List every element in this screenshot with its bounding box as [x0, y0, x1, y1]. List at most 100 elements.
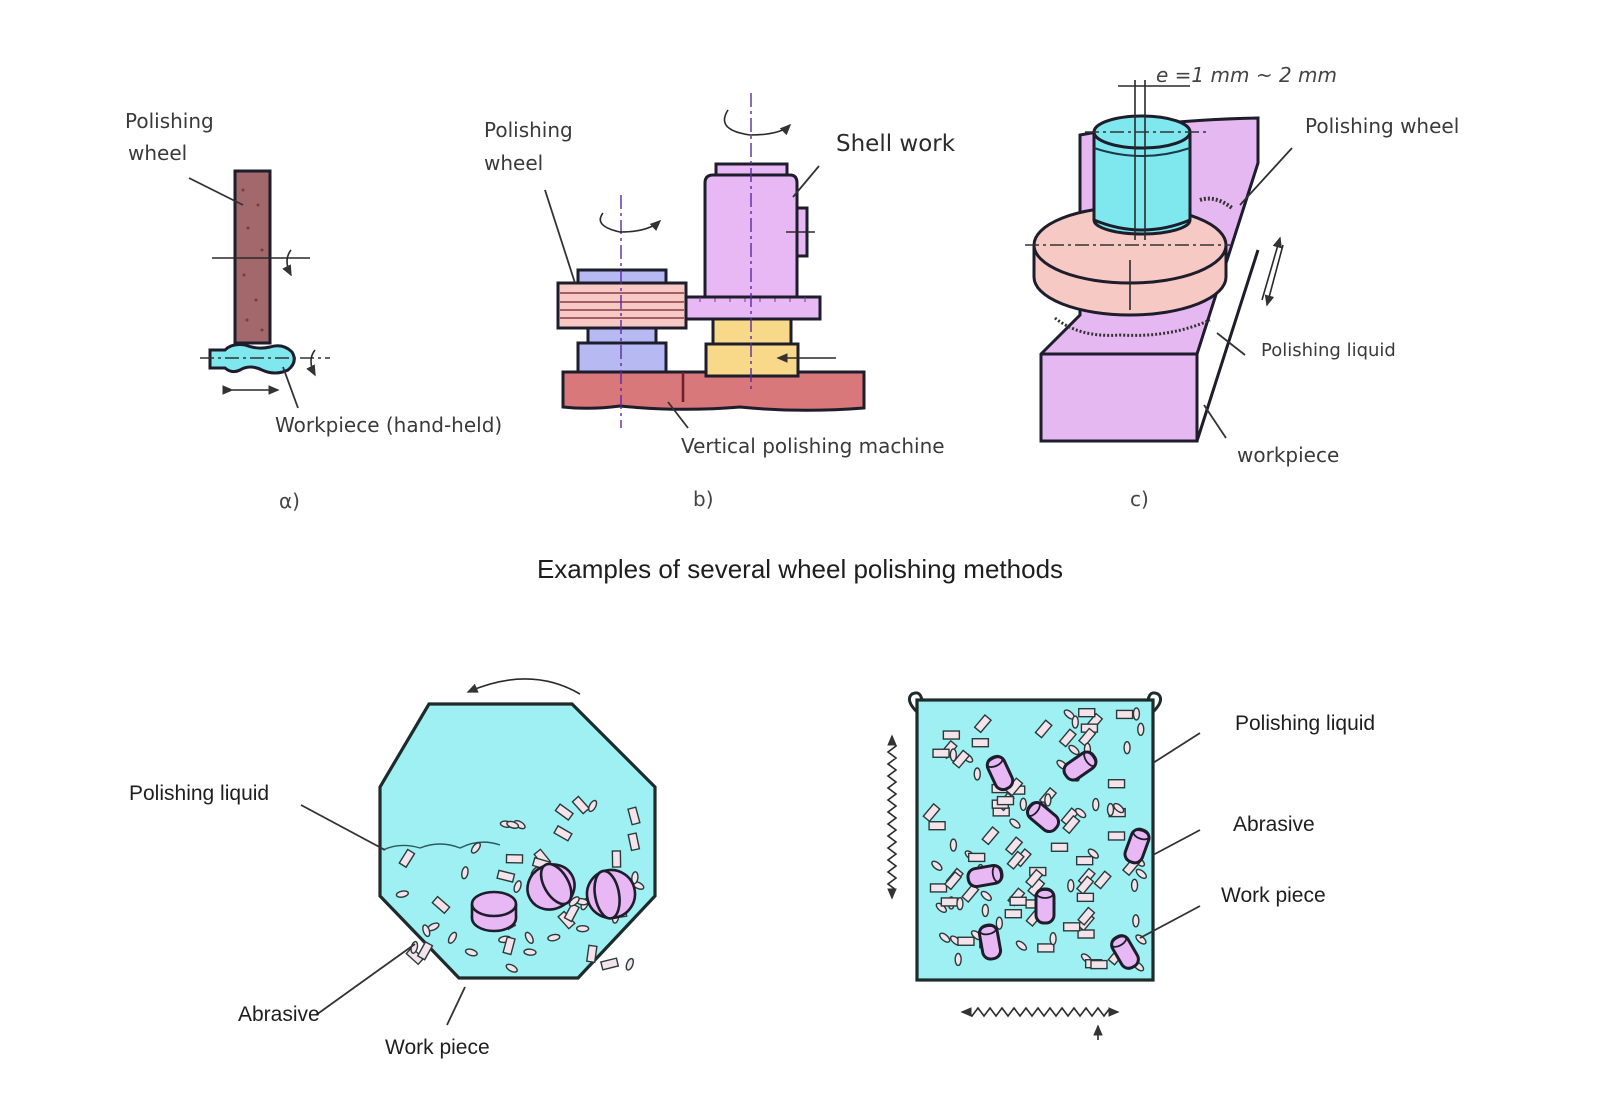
rotation-arrow-wheel-a: [282, 249, 292, 277]
abrasive-particle: [1078, 707, 1096, 718]
tub-handle-right: [1146, 691, 1163, 714]
abrasive-particle: [1062, 922, 1081, 932]
machine-base: [561, 370, 866, 412]
abrasive-particle: [1076, 892, 1095, 903]
abrasive-particle: [547, 933, 561, 942]
abrasive-particle: [416, 940, 434, 961]
abrasive-particle: [585, 944, 598, 964]
leader-workpiece-c: [1203, 404, 1227, 439]
sublabel-b: b): [693, 487, 714, 511]
shell-work-fixture: [684, 295, 822, 321]
tub-workpiece: [1110, 934, 1140, 970]
abrasive-particle: [973, 714, 993, 734]
label-polishing-wheel-a-line1: Polishing: [125, 109, 214, 133]
abrasive-particle: [1037, 943, 1055, 953]
abrasive-particle: [405, 946, 425, 966]
label-polishing-liquid-c: Polishing liquid: [1261, 340, 1396, 361]
abrasive-particles-tub: [922, 707, 1148, 972]
abrasive-particle: [940, 897, 959, 907]
label-polishing-wheel-b-line2: wheel: [484, 151, 543, 175]
abrasive-particle: [1078, 727, 1097, 747]
abrasive-particle: [1025, 868, 1044, 889]
abrasive-particle: [1034, 719, 1053, 739]
abrasive-particle: [627, 832, 641, 852]
figure-caption: Examples of several wheel polishing meth…: [537, 554, 1063, 584]
abrasive-particle: [1077, 906, 1096, 926]
abrasive-particle: [422, 924, 431, 938]
abrasive-particle: [1004, 836, 1024, 856]
polishing-wheel-a: [233, 169, 272, 345]
leader-barrel-abrasive: [315, 943, 416, 1016]
tub-workpiece: [1034, 887, 1056, 925]
tub-workpiece: [977, 923, 1003, 961]
liquid-surface: [382, 841, 501, 851]
abrasive-particle: [943, 870, 963, 891]
abrasive-particle: [1004, 909, 1023, 919]
abrasive-particle: [600, 957, 620, 971]
tub-workpiece: [1025, 800, 1061, 834]
rotation-arrow-wheel-b: [599, 212, 662, 233]
workpiece-hand-held: [208, 343, 296, 375]
abrasive-particle: [1075, 875, 1095, 895]
abrasive-particle: [464, 948, 478, 957]
label-tub-polishing-liquid: Polishing liquid: [1235, 712, 1375, 735]
tub-workpiece: [966, 863, 1004, 889]
abrasive-particle: [505, 853, 524, 864]
abrasive-particle: [1135, 868, 1148, 880]
abrasive-particle: [1058, 728, 1077, 748]
abrasive-particle: [461, 866, 469, 880]
leader-barrel-workpiece: [446, 986, 466, 1026]
abrasive-particle: [563, 902, 581, 923]
tub-handle-left: [907, 691, 924, 714]
vibratory-tub-diagram: Polishing liquid Abrasive Work piece: [886, 691, 1375, 1040]
abrasive-particle: [981, 903, 990, 918]
abrasive-particle: [956, 897, 964, 911]
blue-spindle-lower: [576, 341, 668, 374]
leader-workpiece-a: [282, 366, 299, 409]
tub-workpieces: [966, 750, 1151, 970]
horizontal-vibration-arrow: [967, 1006, 1111, 1018]
leader-polishing-wheel-b: [544, 189, 576, 284]
leader-shell-work: [792, 165, 820, 198]
label-polishing-wheel-b-line1: Polishing: [484, 118, 573, 142]
barrel-workpiece: [526, 862, 576, 911]
abrasive-particle: [1092, 797, 1100, 812]
leader-polishing-wheel-a: [188, 177, 244, 206]
abrasive-particle: [1113, 802, 1125, 814]
rotation-arrow-shell-work: [723, 109, 792, 136]
abrasive-particle: [1044, 793, 1052, 807]
label-barrel-work-piece: Work piece: [385, 1036, 490, 1059]
abrasive-particle: [942, 730, 961, 740]
abrasive-particle: [631, 871, 639, 885]
abrasive-particle: [395, 890, 409, 898]
abrasive-particle: [1093, 870, 1112, 890]
abrasive-particle: [1067, 879, 1075, 893]
abrasive-particle: [929, 883, 948, 893]
sublabel-c: c): [1130, 487, 1149, 511]
abrasive-particle: [949, 838, 958, 852]
motion-arrow-up: [1261, 236, 1282, 301]
abrasive-particle: [1107, 779, 1126, 789]
abrasive-particle: [981, 826, 1000, 846]
abrasive-particle: [447, 931, 458, 944]
abrasive-particle: [554, 803, 575, 821]
leader-tub-liquid: [1152, 732, 1201, 764]
label-polishing-wheel-a-line2: wheel: [128, 141, 187, 165]
abrasive-particle: [922, 802, 941, 823]
tub-workpiece: [1062, 750, 1098, 782]
label-barrel-polishing-liquid: Polishing liquid: [129, 782, 269, 805]
abrasive-particle: [398, 848, 416, 869]
label-workpiece-c: workpiece: [1237, 443, 1339, 467]
label-eccentricity: e =1 mm ~ 2 mm: [1156, 63, 1337, 87]
leader-machine: [667, 401, 689, 429]
motion-arrow-down: [1264, 244, 1284, 307]
abrasive-particle: [1062, 814, 1081, 835]
label-tub-work-piece: Work piece: [1221, 884, 1326, 907]
abrasive-particle: [627, 806, 641, 826]
wheel-grain-texture: [241, 188, 264, 332]
abrasive-particle: [496, 869, 516, 883]
abrasive-particle: [1107, 831, 1126, 841]
polishing-wheel-b: [556, 281, 688, 330]
yellow-chuck-lower: [704, 342, 800, 378]
